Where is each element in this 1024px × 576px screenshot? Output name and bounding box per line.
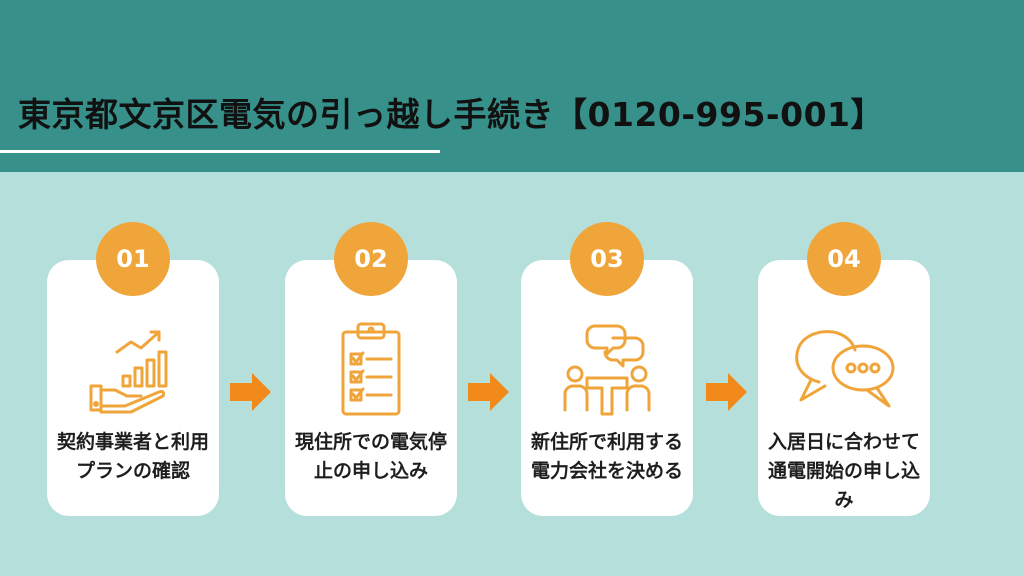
step-card-4: 入居日に合わせて通電開始の申し込み: [758, 260, 930, 516]
step-label: 新住所で利用する電力会社を決める: [531, 431, 684, 482]
page-title: 東京都文京区電気の引っ越し手続き【0120-995-001】: [18, 95, 885, 134]
step-card-2: 現住所での電気停止の申し込み: [285, 260, 457, 516]
header-band: 東京都文京区電気の引っ越し手続き【0120-995-001】: [0, 0, 1024, 172]
clipboard-checklist-icon: [285, 320, 457, 420]
step-badge-2: 02: [334, 222, 408, 296]
step-badge-1: 01: [96, 222, 170, 296]
step-label: 現住所での電気停止の申し込み: [295, 431, 448, 482]
arrow-right-icon: [468, 373, 509, 411]
chat-bubbles-icon: [758, 320, 930, 420]
arrow-right-icon: [706, 373, 747, 411]
title-underline: [0, 150, 440, 153]
step-badge-4: 04: [807, 222, 881, 296]
step-label: 契約事業者と利用プランの確認: [57, 431, 210, 482]
step-label: 入居日に合わせて通電開始の申し込み: [768, 431, 921, 511]
step-badge-3: 03: [570, 222, 644, 296]
growth-chart-hand-icon: [47, 320, 219, 420]
step-card-3: 新住所で利用する電力会社を決める: [521, 260, 693, 516]
arrow-right-icon: [230, 373, 271, 411]
meeting-table-icon: [521, 320, 693, 420]
step-card-1: 契約事業者と利用プランの確認: [47, 260, 219, 516]
